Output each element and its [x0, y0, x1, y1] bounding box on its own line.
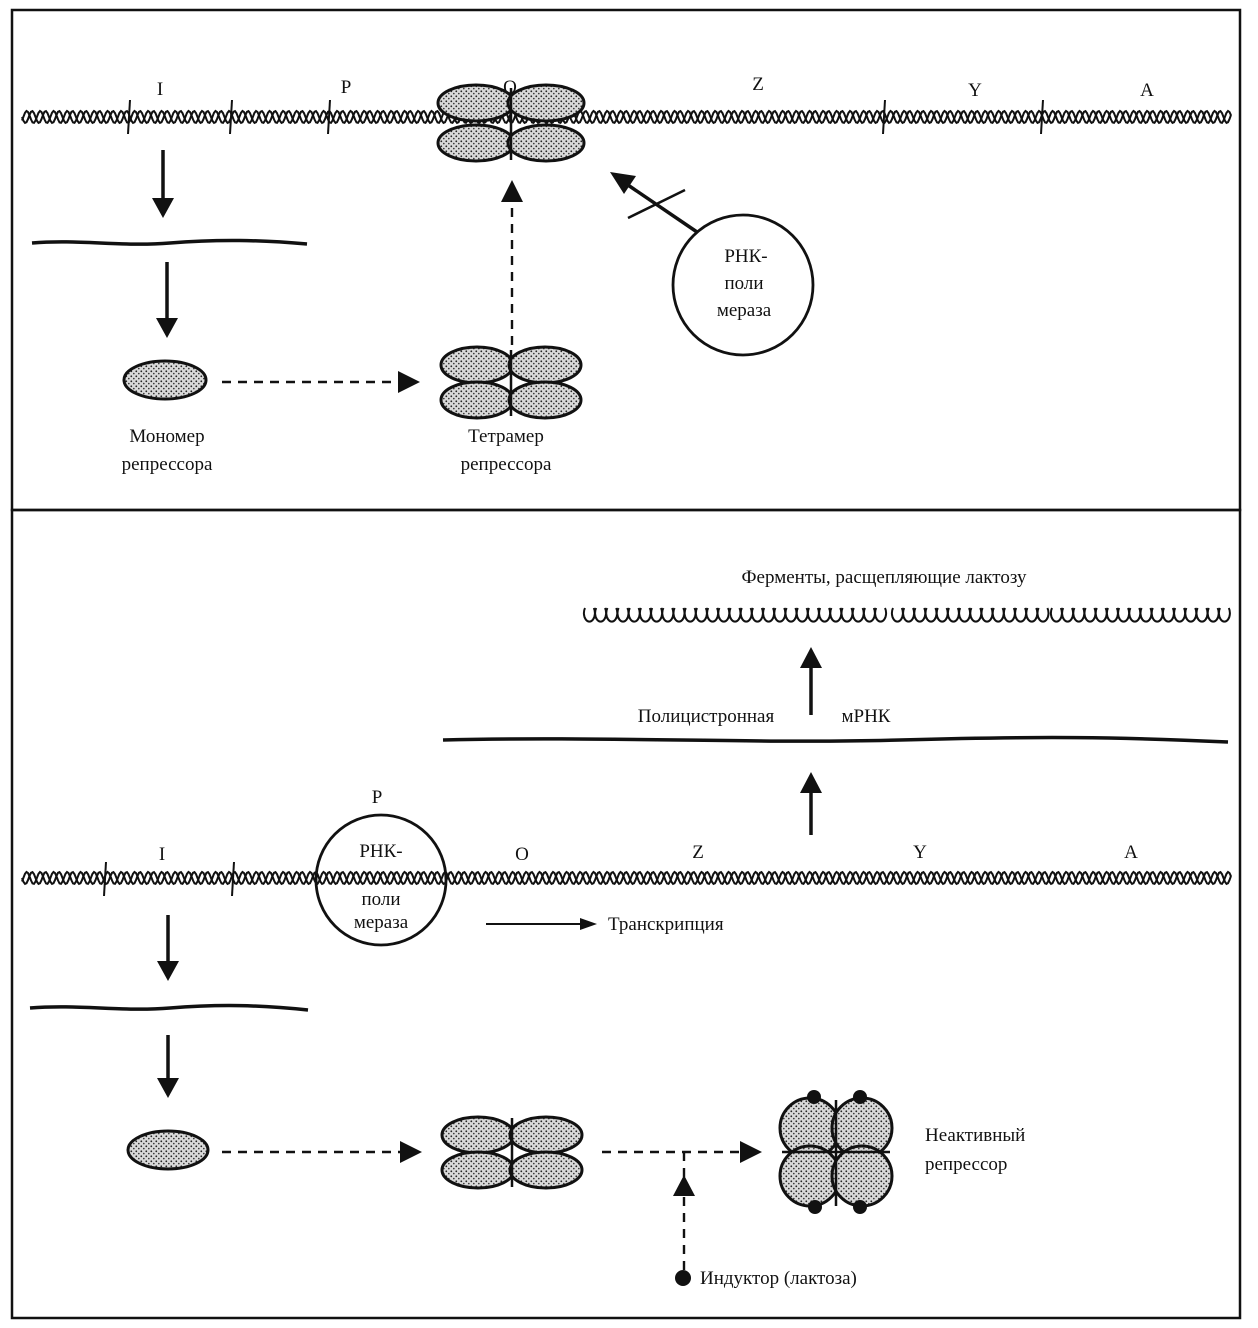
- top-repressor-mrna: [31, 238, 308, 246]
- mrna-label-right: мРНК: [842, 706, 891, 727]
- enzymes-label: Ферменты, расщепляющие лактозу: [742, 567, 1027, 588]
- dna-strand: [21, 870, 1232, 885]
- enzyme-coil: [1049, 607, 1231, 623]
- top-repressor-tetramer: [439, 345, 583, 420]
- bottom-gene-label: O: [515, 844, 529, 865]
- top-dashed-arrow-assembly: [222, 371, 420, 393]
- top-gene-label: P: [341, 77, 352, 98]
- svg-text:мераза: мераза: [354, 912, 409, 933]
- bottom-gene-label: I: [159, 844, 165, 865]
- svg-text:поли: поли: [361, 889, 400, 910]
- top-repressor-monomer: [122, 359, 208, 401]
- polycistronic-mrna: [442, 735, 1229, 744]
- top-arrow-translation: [156, 262, 178, 338]
- inducer-label: Индуктор (лактоза): [700, 1268, 857, 1289]
- bottom-gene-label: P: [372, 787, 383, 808]
- svg-text:мераза: мераза: [717, 300, 772, 321]
- svg-text:поли: поли: [724, 273, 763, 294]
- bottom-panel-frame: [10, 508, 1242, 1320]
- svg-text:РНК-: РНК-: [724, 246, 767, 267]
- top-blocked-arrow: [610, 172, 698, 234]
- top-rna-polymerase: РНК- поли мераза: [671, 213, 815, 357]
- inducer-molecule: [675, 1270, 691, 1286]
- top-gene-label: A: [1140, 80, 1154, 101]
- inactive-label-line1: Неактивный: [925, 1125, 1025, 1146]
- bottom-arrow-translation: [157, 1035, 179, 1098]
- bottom-repressor-tetramer: [440, 1115, 584, 1190]
- top-gene-boundaries: [127, 99, 1044, 135]
- bottom-repressor-mrna: [29, 1003, 309, 1012]
- bottom-gene-label: A: [1124, 842, 1138, 863]
- inducer-path: [673, 1152, 695, 1270]
- top-gene-label: I: [157, 79, 163, 100]
- tetramer-on-operator: [436, 83, 586, 163]
- bottom-dna-helix: [21, 870, 1232, 886]
- arrow-translation-to-enzymes: [800, 647, 822, 715]
- monomer-label-line1: Мономер: [129, 426, 204, 447]
- dna-strand: [21, 109, 1232, 125]
- tetramer-label-line1: Тетрамер: [468, 426, 544, 447]
- bottom-dashed-arrow-inactivation: [602, 1141, 762, 1163]
- transcription-label: Транскрипция: [608, 914, 724, 935]
- top-dashed-arrow-binding: [501, 180, 523, 345]
- transcription-arrow: [486, 918, 597, 930]
- bottom-panel: Ферменты, расщепляющие лактозу Полицистр…: [21, 567, 1232, 1289]
- bottom-arrow-transcription: [157, 915, 179, 981]
- enzyme-polypeptides: [582, 607, 1231, 623]
- monomer-label-line2: репрессора: [122, 454, 213, 475]
- enzyme-coil: [890, 607, 1050, 623]
- bottom-rna-polymerase: РНК- поли мераза: [314, 813, 448, 947]
- top-gene-label: Z: [752, 74, 764, 95]
- top-panel: I P O Z Y A Мономер репрессора: [21, 74, 1232, 475]
- bottom-gene-label: Y: [913, 842, 927, 863]
- dna-strand: [21, 109, 1232, 124]
- bottom-repressor-monomer: [126, 1129, 210, 1171]
- inactive-repressor: [778, 1090, 894, 1214]
- bottom-dashed-arrow-assembly: [222, 1141, 422, 1163]
- dna-strand: [21, 870, 1232, 886]
- svg-text:РНК-: РНК-: [359, 841, 402, 862]
- enzyme-coil: [582, 607, 888, 623]
- mrna-label-left: Полицистронная: [638, 706, 775, 727]
- inactive-label-line2: репрессор: [925, 1154, 1007, 1175]
- top-dna-helix: [21, 109, 1232, 125]
- top-arrow-transcription: [152, 150, 174, 218]
- tetramer-label-line2: репрессора: [461, 454, 552, 475]
- top-gene-label: Y: [968, 80, 982, 101]
- arrow-transcription-to-mrna: [800, 772, 822, 835]
- bottom-gene-boundaries: [103, 861, 235, 897]
- bottom-gene-label: Z: [692, 842, 704, 863]
